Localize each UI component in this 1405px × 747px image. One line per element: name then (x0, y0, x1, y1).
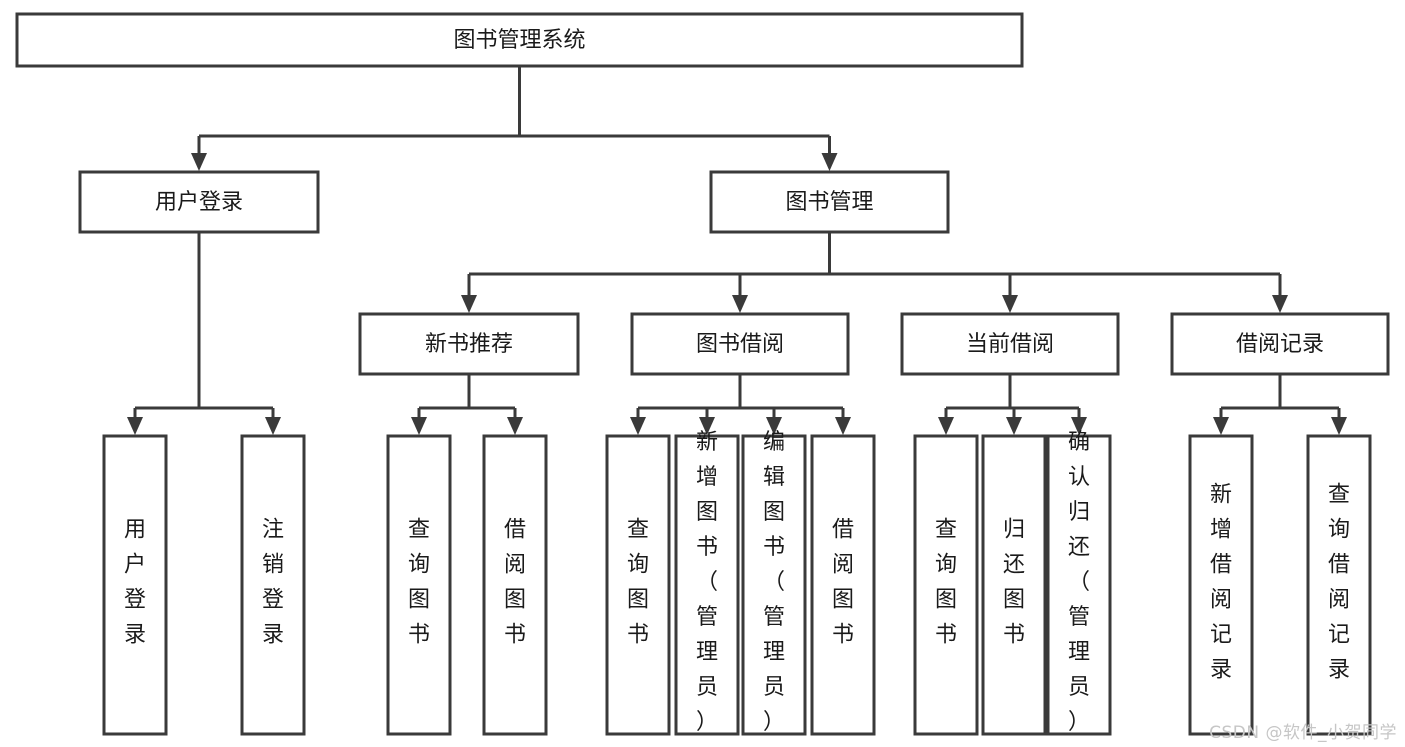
node-leaf-1-label: 注销登录 (262, 518, 284, 648)
node-l3-2[interactable]: 当前借阅 (900, 312, 1120, 376)
node-leaf-12[interactable]: 查询借阅记录 (1306, 434, 1372, 736)
node-leaf-2-label: 查询图书 (408, 518, 430, 648)
node-leaf-4-label: 查询图书 (627, 518, 649, 648)
node-l3-1[interactable]: 图书借阅 (630, 312, 850, 376)
node-leaf-3-box[interactable] (482, 434, 548, 736)
node-leaf-6-label: 编辑图书（管理员） (763, 430, 785, 735)
node-leaf-4-box[interactable] (605, 434, 671, 736)
node-leaf-2[interactable]: 查询图书 (386, 434, 452, 736)
edges-layer (127, 66, 1347, 435)
node-leaf-2-box[interactable] (386, 434, 452, 736)
node-root-图书管理系统-label: 图书管理系统 (453, 28, 585, 53)
node-root-图书管理系统[interactable]: 图书管理系统 (15, 12, 1024, 68)
node-leaf-1-box[interactable] (240, 434, 306, 736)
node-leaf-5-box[interactable] (674, 434, 740, 736)
csdn-watermark: CSDN @软件_小贺同学 (1209, 723, 1397, 743)
node-l2-1[interactable]: 图书管理 (709, 170, 950, 234)
node-leaf-6[interactable]: 编辑图书（管理员） (741, 430, 807, 736)
node-leaf-0[interactable]: 用户登录 (102, 434, 168, 736)
node-leaf-8-box[interactable] (913, 434, 979, 736)
node-leaf-1[interactable]: 注销登录 (240, 434, 306, 736)
node-l3-2-box[interactable] (900, 312, 1120, 376)
node-leaf-3[interactable]: 借阅图书 (482, 434, 548, 736)
node-leaf-8[interactable]: 查询图书 (913, 434, 979, 736)
node-leaf-7[interactable]: 借阅图书 (810, 434, 876, 736)
node-l3-0-label: 新书推荐 (425, 332, 513, 357)
node-leaf-0-box[interactable] (102, 434, 168, 736)
node-leaf-11-box[interactable] (1188, 434, 1254, 736)
node-l3-1-label: 图书借阅 (696, 332, 784, 357)
node-l3-0-box[interactable] (358, 312, 580, 376)
node-leaf-4[interactable]: 查询图书 (605, 434, 671, 736)
node-leaf-9-box[interactable] (981, 434, 1047, 736)
node-leaf-11-label: 新增借阅记录 (1210, 483, 1232, 683)
nodes-layer: 图书管理系统用户登录图书管理新书推荐图书借阅当前借阅借阅记录用户登录注销登录查询… (15, 12, 1390, 736)
node-leaf-7-label: 借阅图书 (832, 518, 854, 648)
node-leaf-10[interactable]: 确认归还（管理员） (1046, 430, 1112, 736)
node-leaf-12-label: 查询借阅记录 (1328, 483, 1350, 683)
node-l3-1-box[interactable] (630, 312, 850, 376)
node-l3-3[interactable]: 借阅记录 (1170, 312, 1390, 376)
node-leaf-12-box[interactable] (1306, 434, 1372, 736)
node-leaf-6-box[interactable] (741, 434, 807, 736)
node-l2-0-label: 用户登录 (155, 190, 243, 215)
node-leaf-3-label: 借阅图书 (504, 518, 526, 648)
node-leaf-8-label: 查询图书 (935, 518, 957, 648)
node-leaf-7-box[interactable] (810, 434, 876, 736)
node-l3-0[interactable]: 新书推荐 (358, 312, 580, 376)
node-leaf-10-box[interactable] (1046, 434, 1112, 736)
node-l2-1-label: 图书管理 (785, 190, 873, 215)
node-leaf-9-label: 归还图书 (1003, 518, 1025, 648)
node-l2-0-box[interactable] (78, 170, 320, 234)
node-l3-2-label: 当前借阅 (966, 332, 1054, 357)
node-l2-1-box[interactable] (709, 170, 950, 234)
node-leaf-5-label: 新增图书（管理员） (696, 430, 718, 735)
node-l3-3-box[interactable] (1170, 312, 1390, 376)
node-root-图书管理系统-box[interactable] (15, 12, 1024, 68)
node-l2-0[interactable]: 用户登录 (78, 170, 320, 234)
node-leaf-9[interactable]: 归还图书 (981, 434, 1047, 736)
node-l3-3-label: 借阅记录 (1236, 332, 1324, 357)
node-leaf-0-label: 用户登录 (124, 518, 146, 648)
node-leaf-11[interactable]: 新增借阅记录 (1188, 434, 1254, 736)
node-leaf-10-label: 确认归还（管理员） (1068, 430, 1090, 735)
node-leaf-5[interactable]: 新增图书（管理员） (674, 430, 740, 736)
